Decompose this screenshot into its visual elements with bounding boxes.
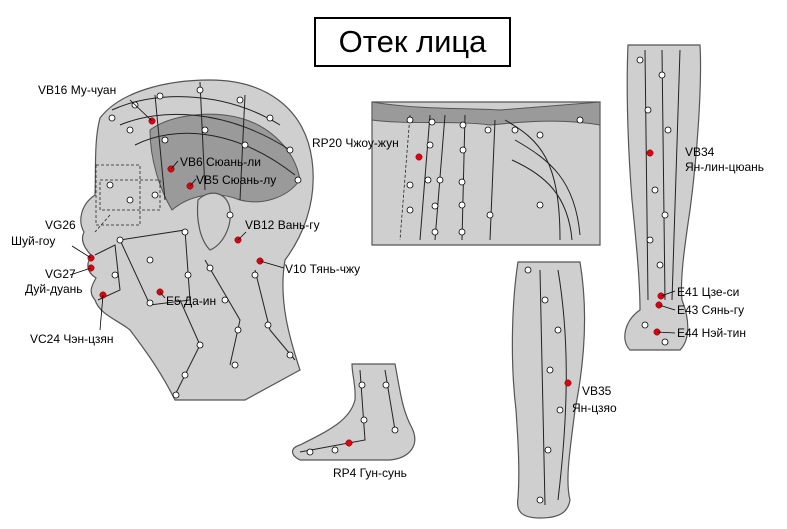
label-e5: E5 Да-ин [166, 294, 217, 308]
torso-figure [371, 101, 601, 246]
label-vb6: VB6 Сюань-ли [180, 155, 261, 169]
head-figure [69, 79, 314, 401]
label-vb34-code: VB34 [685, 145, 715, 159]
label-vg26-code: VG26 [45, 218, 76, 232]
label-rp4: RP4 Гун-сунь [333, 466, 407, 480]
label-v10: V10 Тянь-чжу [285, 262, 361, 276]
label-vg27-code: VG27 [45, 267, 76, 281]
foot-figure [291, 363, 416, 461]
leg-side-figure [624, 44, 702, 351]
label-vb35-code: VB35 [582, 384, 612, 398]
label-e43: E43 Сянь-гу [677, 303, 745, 317]
label-vb34-name: Ян-лин-цюань [685, 160, 765, 174]
label-vc24: VC24 Чэн-цзян [30, 332, 114, 346]
label-vb35-name: Ян-цзяо [572, 401, 617, 415]
label-vg26-name: Шуй-гоу [11, 234, 56, 248]
label-vg27-name: Дуй-дуань [25, 282, 83, 296]
label-vb16: VB16 Му-чуан [38, 83, 117, 97]
label-e41: E41 Цзе-си [677, 285, 740, 299]
label-vb5: VB5 Сюань-лу [196, 173, 277, 187]
page-title: Отек лица [314, 17, 511, 67]
label-rp20: RP20 Чжоу-жун [312, 136, 399, 150]
label-e44: E44 Нэй-тин [677, 326, 746, 340]
lower-leg-figure [511, 261, 586, 519]
label-vb12: VB12 Вань-гу [245, 218, 320, 232]
